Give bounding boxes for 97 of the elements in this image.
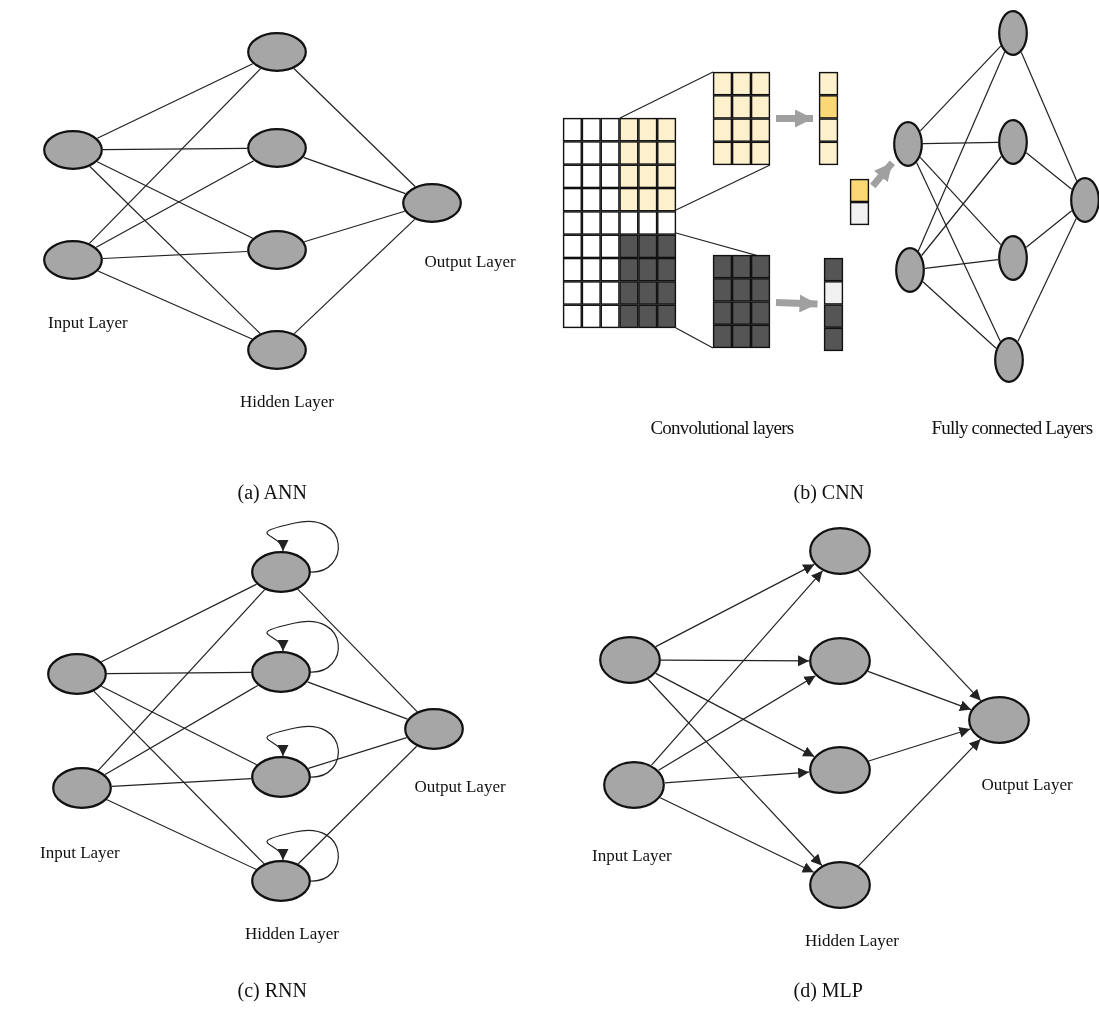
layer-label: Input Layer	[40, 843, 120, 863]
connection-line	[1017, 218, 1077, 342]
connection-line	[97, 270, 253, 340]
caption: (b) CNN	[793, 481, 865, 503]
neuron-circle	[998, 119, 1028, 165]
connection-line	[922, 141, 999, 145]
neuron-circle	[809, 861, 871, 909]
arrow	[655, 563, 815, 648]
connection-line	[302, 156, 407, 195]
connection-line	[297, 588, 418, 713]
connection-line	[293, 67, 416, 188]
connection-line	[307, 737, 408, 769]
neuron-circle	[247, 330, 307, 370]
neuron-circle	[251, 860, 311, 902]
block-arrow	[775, 294, 818, 313]
connection-line	[303, 210, 406, 243]
layer-label: Input Layer	[48, 313, 128, 333]
neuron-circle	[994, 337, 1024, 383]
neuron-circle	[43, 130, 103, 170]
connection-line	[297, 745, 418, 865]
neuron-circle	[998, 10, 1028, 56]
neuron-circle	[247, 32, 307, 72]
connection-line	[919, 45, 1002, 132]
connection-line	[88, 68, 262, 244]
arrow	[650, 570, 824, 766]
connection-line	[100, 583, 258, 663]
connection-line	[1025, 210, 1073, 248]
connection-line	[102, 147, 248, 151]
layer-label: Hidden Layer	[245, 924, 339, 944]
neuron-circle	[809, 637, 871, 685]
arrow	[868, 727, 971, 762]
arrow	[660, 655, 810, 667]
layer-label: Input Layer	[592, 846, 672, 866]
connection-line	[1020, 51, 1078, 182]
feature-vector	[850, 179, 869, 225]
arrow	[655, 672, 815, 758]
arrow	[867, 670, 972, 711]
feature-vector	[823, 258, 843, 351]
neuron-circle	[251, 551, 311, 593]
connection-line	[93, 690, 265, 865]
neuron-circle	[47, 653, 107, 695]
connection-line	[924, 259, 999, 269]
arrow	[664, 767, 810, 784]
neuron-circle	[809, 746, 871, 794]
feature-vector	[819, 72, 838, 165]
connection-line	[306, 681, 409, 720]
arrow	[659, 797, 815, 873]
projection-line	[619, 71, 771, 211]
arrow	[857, 569, 982, 702]
neuron-circle	[603, 761, 665, 809]
neuron-circle	[968, 696, 1030, 744]
connection-line	[922, 281, 997, 349]
connection-line	[96, 63, 254, 139]
feature-map	[713, 72, 770, 165]
layer-label: Convolutional layers	[650, 417, 794, 439]
neuron-circle	[251, 651, 311, 693]
neuron-circle	[895, 247, 925, 293]
caption: (d) MLP	[793, 979, 863, 1001]
connection-line	[106, 671, 252, 675]
recurrent-loop-arrow	[266, 829, 339, 882]
neuron-circle	[893, 121, 923, 167]
neuron-circle	[52, 767, 112, 809]
connection-line	[111, 778, 252, 787]
neuron-circle	[402, 183, 462, 223]
layer-label: Output Layer	[424, 252, 516, 272]
layer-label: Output Layer	[981, 775, 1073, 795]
arrow	[647, 678, 823, 867]
connection-line	[106, 799, 257, 870]
layer-label: Fully connected Layers	[931, 417, 1093, 439]
connection-line	[917, 51, 1006, 252]
recurrent-loop-arrow	[266, 725, 339, 778]
connection-line	[102, 250, 248, 260]
caption: (a) ANN	[237, 481, 307, 503]
layer-label: Output Layer	[414, 777, 506, 797]
connection-line	[1025, 152, 1073, 190]
layer-label: Hidden Layer	[240, 392, 334, 412]
neuron-circle	[247, 230, 307, 270]
neuron-circle	[404, 708, 464, 750]
neuron-circle	[43, 240, 103, 280]
block-arrow	[870, 160, 895, 189]
input-grid	[563, 118, 676, 328]
neuron-circle	[998, 235, 1028, 281]
connection-line	[916, 162, 1001, 342]
neuron-circle	[599, 636, 661, 684]
neuron-circle	[247, 128, 307, 168]
recurrent-loop-arrow	[266, 520, 339, 573]
layer-label: Hidden Layer	[805, 931, 899, 951]
feature-map	[713, 255, 770, 348]
connection-line	[97, 589, 266, 771]
connection-line	[293, 218, 416, 335]
arrow	[657, 675, 817, 771]
arrow	[857, 738, 982, 867]
caption: (c) RNN	[237, 979, 307, 1001]
neuron-circle	[251, 756, 311, 798]
recurrent-loop-arrow	[266, 620, 339, 673]
connection-line	[89, 165, 261, 335]
neuron-circle	[809, 527, 871, 575]
